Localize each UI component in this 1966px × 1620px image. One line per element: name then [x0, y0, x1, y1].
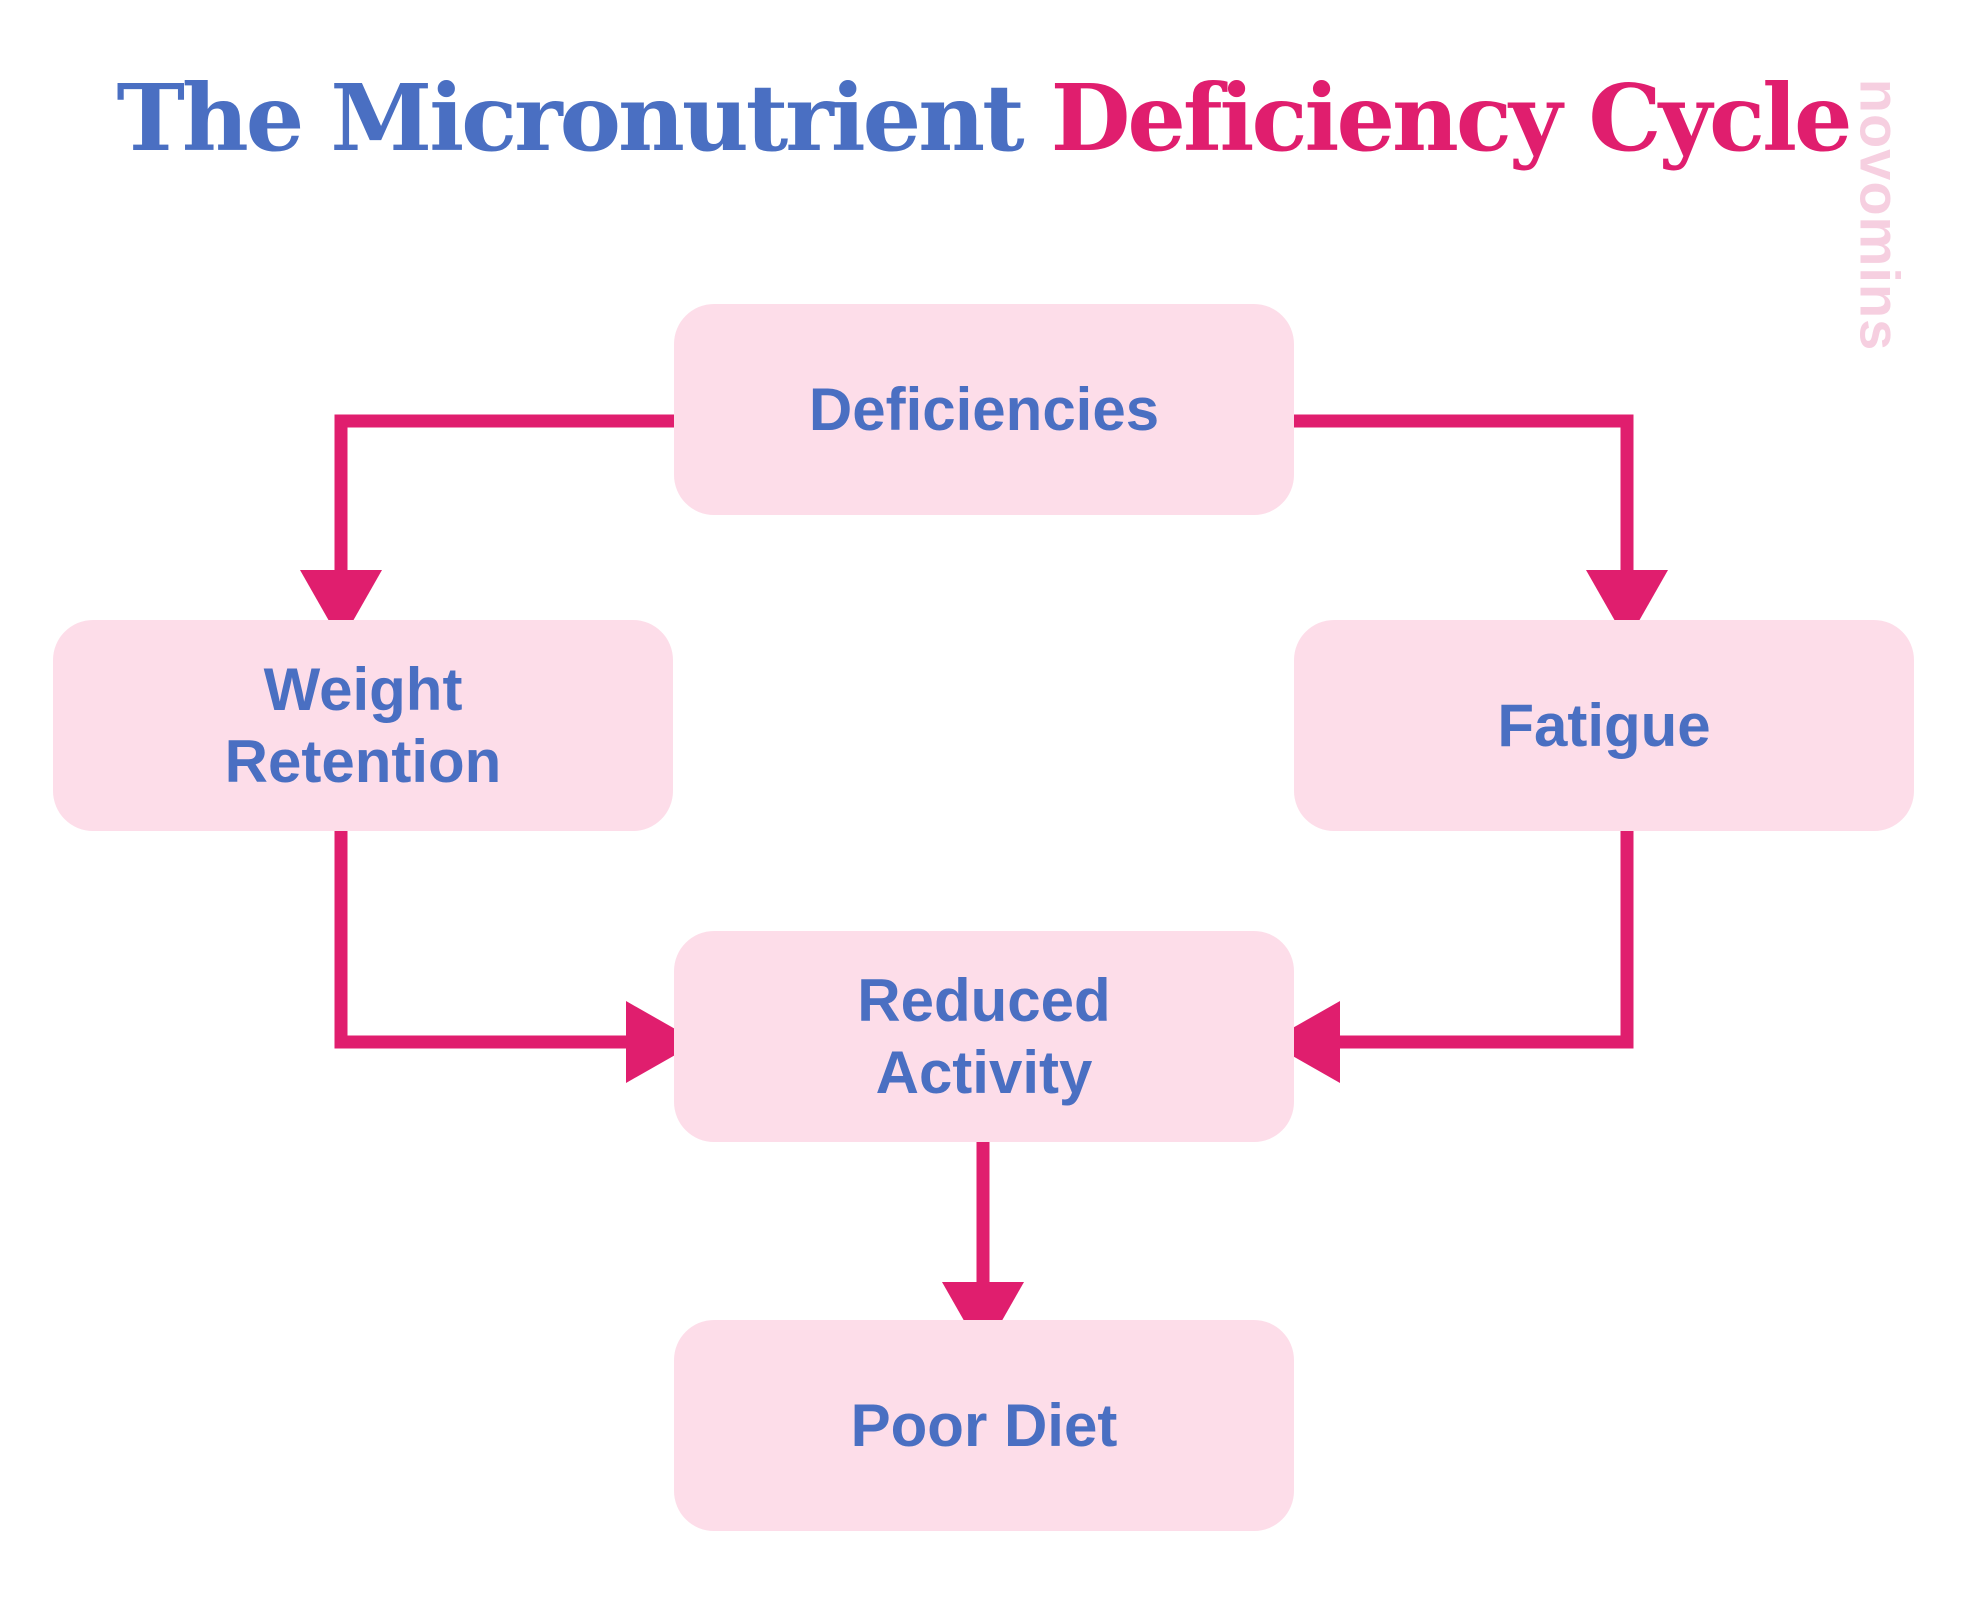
node-deficiencies-label: Deficiencies	[808, 375, 1160, 443]
node-poor-diet: Poor Diet	[674, 1320, 1294, 1531]
arrowhead-weight-retention	[300, 570, 382, 642]
node-weight-retention: Weight Retention	[53, 620, 673, 831]
node-fatigue: Fatigue	[1294, 620, 1914, 831]
arrowhead-poor-diet	[942, 1282, 1024, 1354]
arrow-deficiencies-to-fatigue	[1294, 414, 1634, 578]
node-fatigue-label: Fatigue	[1497, 691, 1711, 759]
node-poor-diet-label: Poor Diet	[850, 1391, 1118, 1459]
node-weight-retention-label: Weight Retention	[224, 655, 502, 795]
arrowhead-fatigue	[1586, 570, 1668, 642]
title-part-highlight: Deficiency Cycle	[1050, 64, 1853, 172]
arrow-deficiencies-to-weight-retention	[334, 414, 674, 578]
arrow-fatigue-to-reduced-activity	[1338, 831, 1634, 1049]
arrowhead-reduced-activity-left	[626, 1001, 698, 1083]
title-part-main: The Micronutrient	[116, 64, 1024, 172]
arrowhead-reduced-activity-right	[1268, 1001, 1340, 1083]
node-deficiencies: Deficiencies	[674, 304, 1294, 515]
arrow-weight-retention-to-reduced-activity	[334, 831, 630, 1049]
node-reduced-activity: Reduced Activity	[674, 931, 1294, 1142]
page-title: The Micronutrient Deficiency Cycle	[0, 67, 1966, 169]
node-reduced-activity-label: Reduced Activity	[857, 966, 1111, 1106]
